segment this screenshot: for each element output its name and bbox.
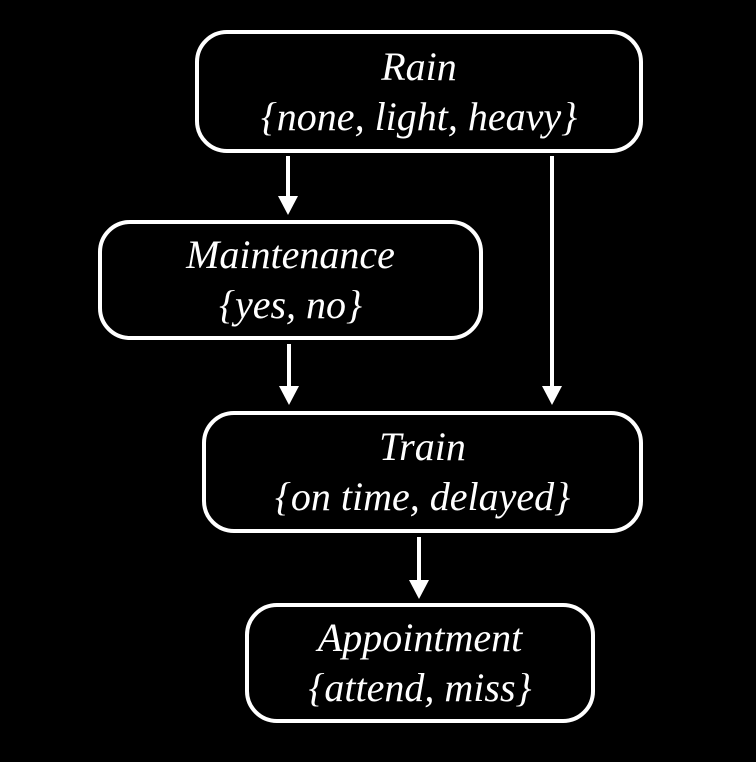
arrowhead-icon — [278, 196, 298, 215]
edge-train-to-appointment — [409, 537, 429, 599]
arrowhead-icon — [279, 386, 299, 405]
node-rain-domain: {none, light, heavy} — [260, 93, 578, 139]
node-rain-title: Rain — [381, 43, 457, 89]
node-rain: Rain {none, light, heavy} — [195, 30, 643, 153]
node-maintenance-domain: {yes, no} — [218, 282, 363, 327]
edge-maintenance-to-train — [279, 344, 299, 405]
node-train: Train {on time, delayed} — [202, 411, 643, 533]
node-appointment-title: Appointment — [317, 615, 523, 660]
arrowhead-icon — [409, 580, 429, 599]
arrowhead-icon — [542, 386, 562, 405]
edge-rain-to-train — [542, 156, 562, 405]
node-train-domain: {on time, delayed} — [274, 474, 571, 519]
edge-rain-to-maintenance — [278, 156, 298, 215]
node-appointment-domain: {attend, miss} — [308, 665, 532, 710]
node-appointment: Appointment {attend, miss} — [245, 603, 595, 723]
node-maintenance: Maintenance {yes, no} — [98, 220, 483, 340]
node-train-title: Train — [379, 424, 466, 469]
node-maintenance-title: Maintenance — [186, 232, 395, 277]
